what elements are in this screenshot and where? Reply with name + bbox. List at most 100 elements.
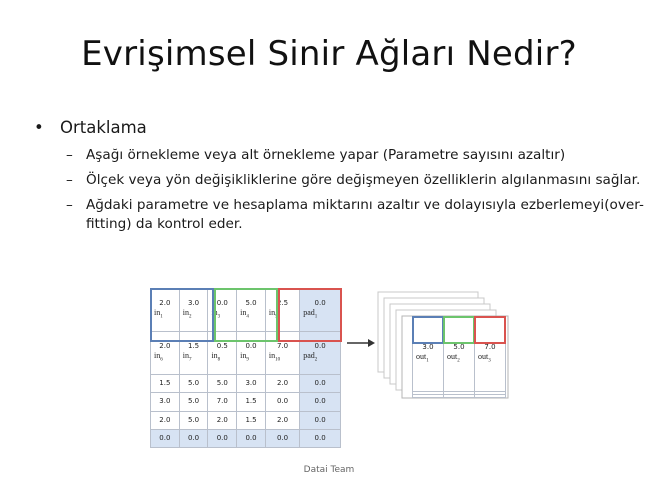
cell-label-index: 2	[314, 357, 318, 363]
grid-cell: 5.0	[178, 410, 209, 430]
cell-label-wrap: pad2	[300, 351, 340, 365]
grid-cell: 1.5	[150, 374, 180, 394]
cell-label: in	[154, 307, 161, 317]
output-cell	[443, 393, 475, 399]
cell-value: 5.0	[188, 397, 200, 406]
grid-cell: 0.0	[207, 428, 238, 449]
sub-bullet-text: Ağdaki parametre ve hesaplama miktarını …	[86, 197, 644, 232]
out-window-green	[443, 316, 475, 344]
cell-value: 5.0	[216, 379, 228, 388]
cell-value: 2.0	[276, 379, 289, 388]
cell-label-index: 1	[314, 314, 318, 320]
output-value: 7.0	[484, 342, 496, 351]
grid-cell: 0.0	[299, 374, 341, 394]
output-cell	[412, 393, 444, 399]
cell-label-index: 3	[217, 314, 221, 320]
cell-label: pad	[303, 307, 315, 317]
sub-bullet-item: – Ölçek veya yön değişikliklerine göre d…	[64, 171, 644, 190]
cell-value: 0.0	[314, 397, 326, 406]
cell-value: 0.0	[314, 379, 326, 388]
footer-text: Datai Team	[303, 465, 355, 475]
cell-value: 0.0	[276, 433, 289, 442]
grid-cell: 3.0	[150, 392, 180, 412]
cell-label-index: 9	[246, 357, 249, 363]
grid-cell: 2.0	[264, 374, 301, 394]
output-label: out	[447, 351, 458, 361]
grid-row: 3.0 5.0 7.0 1.5 0.0 0.0	[150, 392, 341, 412]
output-label-wrap: out3	[475, 352, 505, 366]
cell-label-index: 6	[160, 357, 163, 363]
cell-label-wrap: in1	[151, 308, 179, 322]
grid-row: 1.5 5.0 5.0 3.0 2.0 0.0	[150, 374, 341, 394]
output-label: out	[478, 351, 489, 361]
cell-label-wrap: in6	[151, 351, 179, 365]
grid-cell: 0.0	[150, 428, 180, 449]
cell-label-wrap: in10	[266, 351, 299, 365]
slide-title: Evrişimsel Sinir Ağları Nedir?	[81, 34, 577, 74]
cell-value: 5.0	[188, 415, 200, 424]
cell-value: 0.0	[245, 341, 257, 350]
cell-value: 1.5	[159, 379, 171, 388]
cell-value: 0.5	[216, 341, 228, 350]
cell-value: 3.0	[188, 298, 200, 307]
cell-value: 5.0	[245, 298, 257, 307]
bullet-label: Ortaklama	[60, 118, 147, 137]
cell-label-index: 10	[275, 357, 281, 363]
grid-cell: 2.0	[150, 410, 180, 430]
grid-cell: 7.0	[207, 392, 238, 412]
out-window-red	[474, 316, 506, 344]
grid-cell: 0.0	[299, 410, 341, 430]
cell-value: 0.0	[245, 433, 257, 442]
cell-label-index: 4	[246, 314, 249, 320]
output-label: out	[416, 351, 427, 361]
pool-window-green	[214, 288, 278, 342]
grid-cell: 0.0	[236, 428, 266, 449]
cell-value: 5.0	[188, 379, 200, 388]
cell-label-index: 1	[160, 314, 163, 320]
grid-cell: 0.0	[299, 392, 341, 412]
cell-label-index: 2	[188, 314, 192, 320]
output-label-wrap: out1	[413, 352, 443, 366]
output-label-index: 1	[426, 358, 429, 364]
grid-cell: 0.0	[299, 428, 341, 449]
output-label-wrap: out2	[444, 352, 474, 366]
cell-value: 0.0	[314, 433, 326, 442]
cell-label: in	[240, 350, 247, 360]
cell-value: 2.0	[159, 341, 171, 350]
cell-value: 7.0	[276, 341, 289, 350]
grid-cell: 5.0	[207, 374, 238, 394]
cell-label-wrap: in8	[208, 351, 236, 365]
cell-label: in	[182, 350, 189, 360]
cell-value: 0.0	[159, 433, 171, 442]
cell-label: in	[154, 350, 161, 360]
sub-bullet-text: Aşağı örnekleme veya alt örnekleme yapar…	[86, 147, 566, 163]
cell-label: in	[211, 350, 218, 360]
arrow-right-icon	[347, 339, 375, 347]
sub-bullet-item: – Ağdaki parametre ve hesaplama miktarın…	[64, 196, 644, 234]
cell-label: in	[240, 307, 247, 317]
bullet-list: • Ortaklama – Aşağı örnekleme veya alt ö…	[34, 116, 644, 240]
cell-value: 3.0	[159, 397, 171, 406]
cell-value: 0.0	[314, 415, 326, 424]
grid-cell: 2.0	[207, 410, 238, 430]
cell-label-wrap: in9	[237, 351, 265, 365]
cell-value: 1.5	[245, 397, 257, 406]
cell-value: 0.0	[216, 433, 228, 442]
grid-cell: 0.0	[264, 392, 301, 412]
cell-label: in	[268, 350, 276, 360]
dash-marker: –	[66, 197, 73, 213]
cell-value: 2.0	[276, 415, 289, 424]
dash-marker: –	[66, 172, 73, 188]
bullet-item: • Ortaklama	[34, 116, 644, 140]
cell-value: 0.0	[188, 433, 200, 442]
cell-label: pad	[303, 350, 315, 360]
cell-value: 2.0	[216, 415, 228, 424]
cell-value: 3.0	[245, 379, 257, 388]
cell-value: 0.0	[314, 298, 326, 307]
